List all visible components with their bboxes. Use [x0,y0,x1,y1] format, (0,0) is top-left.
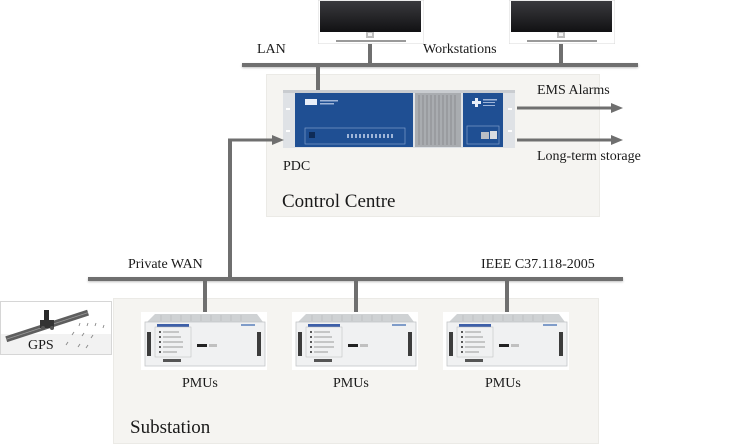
pmu-link [203,280,207,314]
long-term-storage-label: Long-term storage [537,149,641,164]
protocol-label: IEEE C37.118-2005 [481,257,595,272]
pmu-device [141,312,267,370]
private-wan-label: Private WAN [128,257,203,272]
pmu-link [354,280,358,314]
pmu-link [505,280,509,314]
workstation-monitor [509,0,615,44]
workstation-link [368,44,372,64]
lan-bus [242,63,638,67]
wan-bus [88,277,623,281]
ems-alarms-label: EMS Alarms [537,83,610,98]
gps-satellite [0,301,112,355]
wan-pdc-arrow [228,135,284,145]
workstation-monitor [318,0,424,44]
gps-label: GPS [28,338,54,353]
substation-label: Substation [130,417,211,438]
pmu-device [443,312,569,370]
wan-pdc-uplink [228,139,232,278]
pdc-label: PDC [283,159,311,174]
pmu-label: PMUs [485,376,521,391]
ems-alarms-arrow [517,103,623,113]
workstation-link [559,44,563,64]
workstations-label: Workstations [423,42,497,57]
pmu-label: PMUs [182,376,218,391]
pmu-label: PMUs [333,376,369,391]
pdc-device [283,90,515,150]
control-centre-label: Control Centre [282,191,396,212]
lan-pdc-link [316,66,320,90]
lan-label: LAN [257,42,286,57]
long-term-storage-arrow [517,135,623,145]
pmu-device [292,312,418,370]
